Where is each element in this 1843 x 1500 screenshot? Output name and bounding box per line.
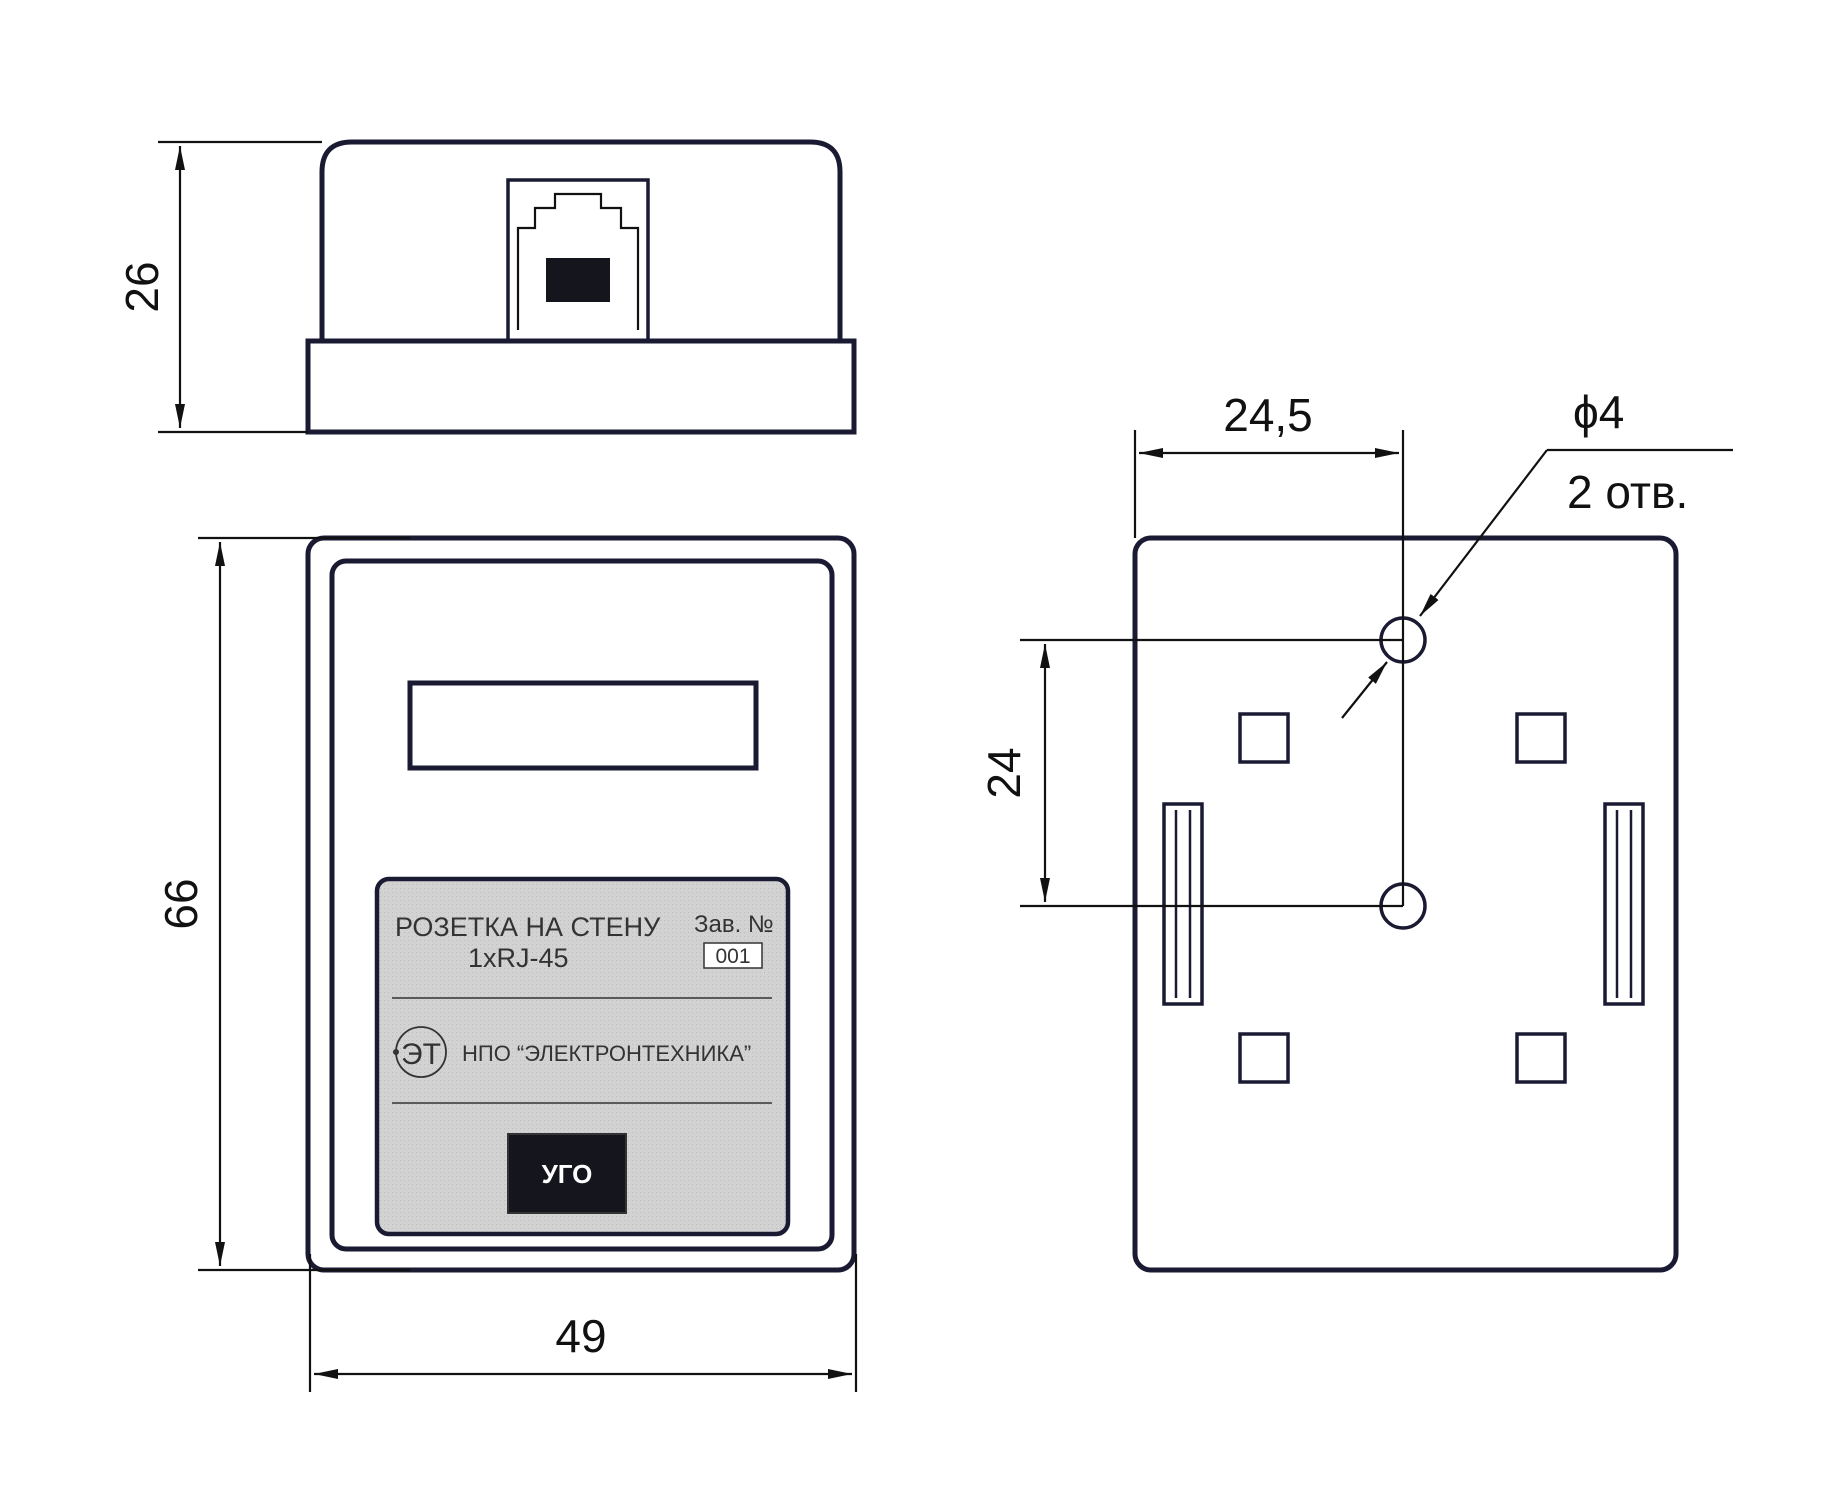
rj45-jack <box>506 178 650 341</box>
manufacturer-logo: ЭТ <box>393 1026 447 1078</box>
symbol-box-text: УГО <box>542 1159 593 1189</box>
dimension-24-5: 24,5 <box>1223 389 1313 441</box>
hole-diameter: ϕ4 <box>1573 386 1624 438</box>
rail-left <box>1162 802 1204 1006</box>
dimension-49: 49 <box>555 1310 606 1362</box>
clip-slot-bottom-right <box>1515 1032 1567 1084</box>
label-title-line2: 1xRJ-45 <box>468 943 569 973</box>
manufacturer-name: НПО “ЭЛЕКТРОНТЕХНИКА” <box>462 1041 751 1066</box>
dimension-66: 66 <box>155 878 207 929</box>
front-outer-body <box>305 535 857 1273</box>
back-view: 24,5 24 ϕ4 2 отв. <box>978 386 1733 1273</box>
front-window <box>407 680 759 771</box>
rail-right <box>1603 802 1645 1006</box>
label-title-line1: РОЗЕТКА НА СТЕНУ <box>395 912 661 942</box>
logo-letters: ЭТ <box>401 1038 441 1071</box>
front-view: РОЗЕТКА НА СТЕНУ 1xRJ-45 Зав. № 001 ЭТ Н… <box>155 535 858 1392</box>
serial-number-label: Зав. № <box>694 911 774 938</box>
diameter-leader-inner <box>1341 661 1388 719</box>
rj45-contacts <box>546 258 610 302</box>
side-view-cap <box>319 139 843 341</box>
hole-count: 2 отв. <box>1567 466 1688 518</box>
label-plate: РОЗЕТКА НА СТЕНУ 1xRJ-45 Зав. № 001 ЭТ Н… <box>374 876 791 1237</box>
serial-number-box <box>703 942 763 969</box>
symbol-box <box>507 1133 627 1214</box>
side-view: 26 <box>116 139 857 435</box>
side-view-base <box>305 338 857 435</box>
serial-number-value: 001 <box>715 945 750 968</box>
back-body <box>1132 535 1679 1273</box>
clip-slot-bottom-left <box>1238 1032 1290 1084</box>
dimension-26: 26 <box>116 261 168 312</box>
clip-slot-top-left <box>1238 712 1290 764</box>
dimension-24: 24 <box>978 747 1030 798</box>
diameter-leader <box>1419 449 1548 617</box>
front-inner-cover <box>329 558 835 1252</box>
clip-slot-top-right <box>1515 712 1567 764</box>
